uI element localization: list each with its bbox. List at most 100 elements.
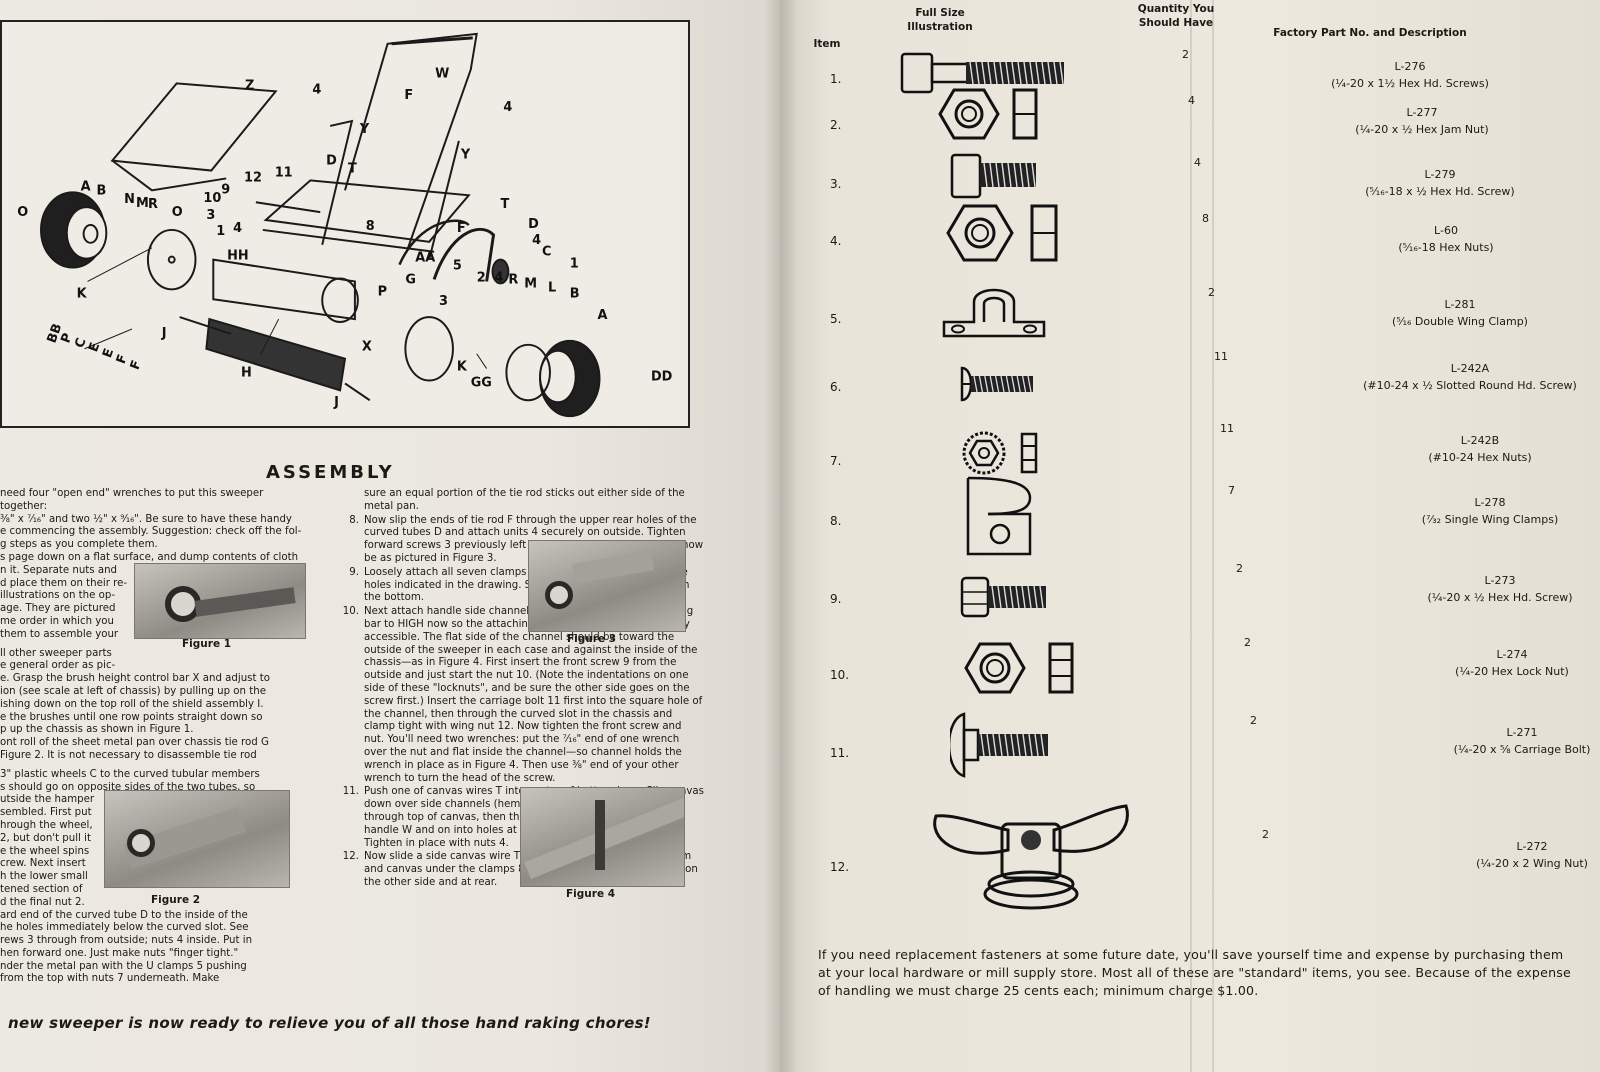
assembly-text-line: e the wheel spins: [0, 845, 90, 857]
diagram-callout: 4: [233, 221, 242, 236]
diagram-callout: F: [457, 221, 466, 236]
hex-screw-short-icon: [950, 151, 1040, 205]
double-wing-clamp-icon: [940, 284, 1050, 346]
assembly-text-line: utside the hamper: [0, 794, 95, 806]
assembly-text-line: Figure 2. It is not necessary to disasse…: [0, 749, 257, 761]
single-wing-clamp-icon: [960, 474, 1040, 562]
part-quantity: 2: [1208, 286, 1215, 299]
assembly-text-line: sembled. First put: [0, 807, 92, 819]
diagram-callout: GG: [471, 375, 492, 390]
assembly-text-line: illustrations on the op-: [0, 590, 116, 602]
part-number: L-279: [1424, 168, 1456, 181]
diagram-callout: N: [124, 192, 135, 207]
diagram-callout: F: [404, 88, 413, 103]
part-item-number: 3.: [830, 177, 842, 191]
part-number: L-60: [1434, 224, 1458, 237]
part-quantity: 2: [1250, 714, 1257, 727]
diagram-callout: P: [378, 284, 387, 299]
diagram-callout: D: [326, 154, 337, 169]
step-text: Next attach handle side channels Y. Chan…: [364, 606, 703, 784]
hex-head-screw-icon: [960, 572, 1050, 626]
part-description: L-273 (¼-20 x ½ Hex Hd. Screw): [1370, 572, 1600, 606]
assembly-text-line: n it. Separate nuts and: [0, 564, 117, 576]
assembly-text-line: he holes immediately below the curved sl…: [0, 922, 249, 934]
fold-crease: [1212, 0, 1214, 1072]
diagram-callout: A: [598, 308, 608, 323]
diagram-callout: 1: [216, 224, 225, 239]
hex-jam-nut-icon: [930, 84, 1050, 148]
diagram-callout: BB: [45, 322, 66, 346]
step-number: 12.: [342, 851, 359, 863]
diagram-callout: Z: [245, 78, 254, 93]
figure-4-photo: [520, 787, 685, 887]
diagram-callout: K: [77, 286, 88, 301]
assembly-text-line: h the lower small: [0, 871, 88, 883]
part-quantity: 2: [1244, 636, 1251, 649]
step-number: 10.: [342, 606, 359, 618]
step-number: 8.: [349, 514, 359, 526]
header-description: Factory Part No. and Description: [1273, 27, 1467, 39]
assembly-text-line: nder the metal pan with the U clamps 5 p…: [0, 960, 247, 972]
diagram-callout: 1: [570, 257, 579, 272]
assembly-text-line: p up the chassis as shown in Figure 1.: [0, 724, 194, 736]
part-description: L-60(⁵⁄₁₆-18 Hex Nuts): [1316, 222, 1576, 256]
diagram-callout: 8: [366, 219, 375, 234]
diagram-callout: 10: [203, 191, 221, 206]
assembly-text-line: ion (see scale at left of chassis) by pu…: [0, 685, 266, 697]
part-description: L-274 (¼-20 Hex Lock Nut): [1382, 646, 1600, 680]
diagram-callout: C: [542, 245, 551, 260]
header-item: Item: [813, 38, 841, 50]
assembly-step: 9. Loosely attach all seven clamps 8 to t…: [340, 567, 704, 605]
assembly-text-line: tened section of: [0, 883, 83, 895]
step-number: 9.: [349, 566, 359, 578]
step-text: Loosely attach all seven clamps 8 to the…: [364, 566, 690, 604]
part-spec: (¼-20 x ½ Hex Hd. Screw): [1427, 591, 1573, 604]
step-number: 11.: [342, 786, 359, 798]
figure-2-photo: [104, 790, 290, 888]
assembly-text-line: hrough the wheel,: [0, 819, 93, 831]
part-item-number: 7.: [830, 454, 842, 468]
header-illustration: Full Size Illustration: [907, 7, 973, 33]
figure-3-caption: Figure 3: [567, 633, 617, 645]
diagram-callout: DD: [651, 369, 672, 384]
diagram-callout: X: [362, 340, 372, 355]
diagram-callout: R: [148, 197, 158, 212]
part-number: L-242A: [1450, 362, 1490, 375]
part-number: L-273: [1484, 574, 1516, 587]
assembly-text-line: rews 3 through from outside; nuts 4 insi…: [0, 935, 253, 947]
part-spec: (¼-20 Hex Lock Nut): [1455, 665, 1569, 678]
assembly-text-line: ont roll of the sheet metal pan over cha…: [0, 737, 269, 749]
part-number: L-272: [1516, 840, 1548, 853]
part-number: L-274: [1496, 648, 1528, 661]
hex-bolt-long-icon: [900, 50, 1070, 100]
part-spec: (¼-20 x 2 Wing Nut): [1476, 857, 1588, 870]
assembly-text-line: s should go on opposite sides of the two…: [0, 781, 256, 793]
page-gutter: [764, 0, 798, 1072]
right-page: [780, 0, 1600, 1072]
part-spec: (¼-20 x 1½ Hex Hd. Screws): [1331, 77, 1489, 90]
diagram-callout: K: [457, 360, 468, 375]
diagram-callout: HH: [227, 249, 249, 264]
assembly-text-line: hen forward one. Just make nuts "finger …: [0, 947, 239, 959]
part-number: L-281: [1444, 298, 1476, 311]
part-quantity: 2: [1182, 48, 1189, 61]
assembly-text-line: d place them on their re-: [0, 577, 128, 589]
diagram-callout: M: [136, 196, 149, 211]
part-spec: (¼-20 x ½ Hex Jam Nut): [1355, 123, 1489, 136]
assembly-text-line: ⅜" x ⁷⁄₁₆" and two ½" x ⁹⁄₁₆". Be sure t…: [0, 513, 292, 525]
figure-4-caption: Figure 4: [566, 888, 616, 900]
diagram-callout: 2: [477, 270, 486, 285]
hex-lock-nut-icon: [960, 638, 1080, 702]
part-spec: (¼-20 x ⅝ Carriage Bolt): [1453, 743, 1591, 756]
diagram-callout: J: [161, 326, 167, 341]
step-text: sure an equal portion of the tie rod sti…: [364, 488, 685, 512]
part-description: L-272 (¼-20 x 2 Wing Nut): [1402, 838, 1600, 872]
diagram-callout: L: [548, 280, 556, 295]
assembly-heading: ASSEMBLY: [266, 462, 395, 483]
diagram-callout: H: [241, 365, 252, 380]
assembly-step: sure an equal portion of the tie rod sti…: [340, 488, 704, 514]
assembly-text-line: e general order as pic-: [0, 660, 116, 672]
figure-1-caption: Figure 1: [182, 638, 232, 650]
part-item-number: 1.: [830, 72, 842, 86]
part-item-number: 10.: [830, 668, 850, 682]
